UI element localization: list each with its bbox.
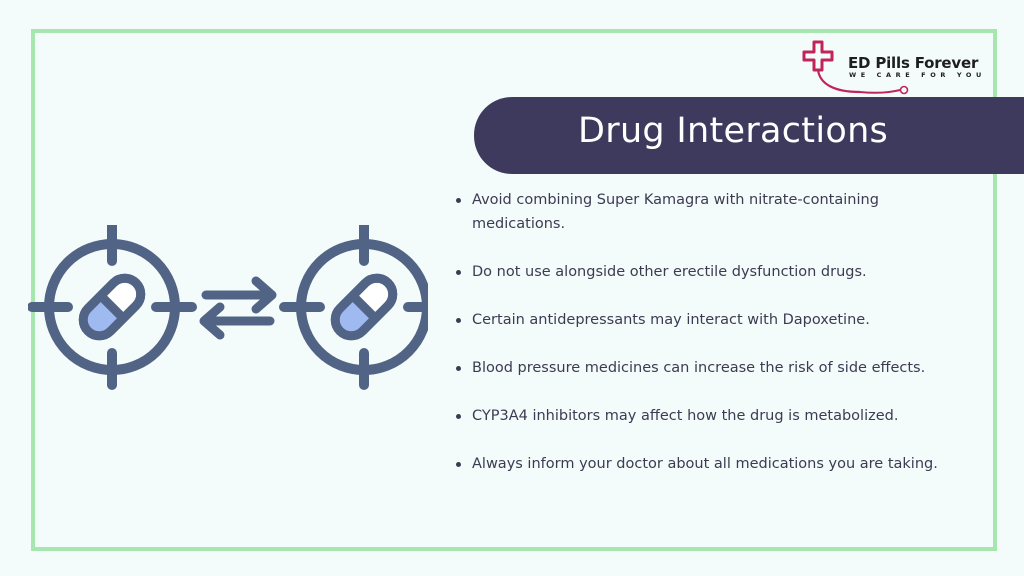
list-item: Do not use alongside other erectile dysf…: [454, 260, 969, 284]
bullet-dot: [456, 270, 461, 275]
list-item-text: Always inform your doctor about all medi…: [472, 456, 938, 472]
logo-swoosh: [859, 85, 909, 95]
page-title: Drug Interactions: [578, 111, 889, 151]
brand-name: ED Pills Forever: [848, 54, 979, 72]
list-item-text: CYP3A4 inhibitors may affect how the dru…: [472, 408, 899, 424]
bullet-dot: [456, 462, 461, 467]
pill-target-icon: [279, 225, 428, 390]
title-banner: Drug Interactions: [474, 97, 1024, 174]
bullet-dot: [456, 318, 461, 323]
slide-frame: [31, 29, 997, 551]
list-item: Blood pressure medicines can increase th…: [454, 356, 969, 380]
medical-cross-logo-icon: [802, 40, 860, 94]
list-item: Always inform your doctor about all medi…: [454, 452, 969, 476]
list-item: CYP3A4 inhibitors may affect how the dru…: [454, 404, 969, 428]
list-item-text: Avoid combining Super Kamagra with nitra…: [472, 192, 879, 232]
interaction-list: Avoid combining Super Kamagra with nitra…: [454, 188, 969, 500]
bullet-dot: [456, 366, 461, 371]
pill-target-icon: [28, 225, 197, 390]
bullet-dot: [456, 414, 461, 419]
list-item: Certain antidepressants may interact wit…: [454, 308, 969, 332]
exchange-arrows-icon: [199, 276, 277, 340]
drug-interaction-illustration: [28, 225, 428, 390]
list-item-text: Do not use alongside other erectile dysf…: [472, 264, 867, 280]
list-item-text: Certain antidepressants may interact wit…: [472, 312, 870, 328]
list-item: Avoid combining Super Kamagra with nitra…: [454, 188, 969, 236]
list-item-text: Blood pressure medicines can increase th…: [472, 360, 926, 376]
brand-logo: ED Pills Forever WE CARE FOR YOU: [800, 38, 985, 98]
brand-tagline: WE CARE FOR YOU: [849, 71, 986, 79]
bullet-dot: [456, 198, 461, 203]
